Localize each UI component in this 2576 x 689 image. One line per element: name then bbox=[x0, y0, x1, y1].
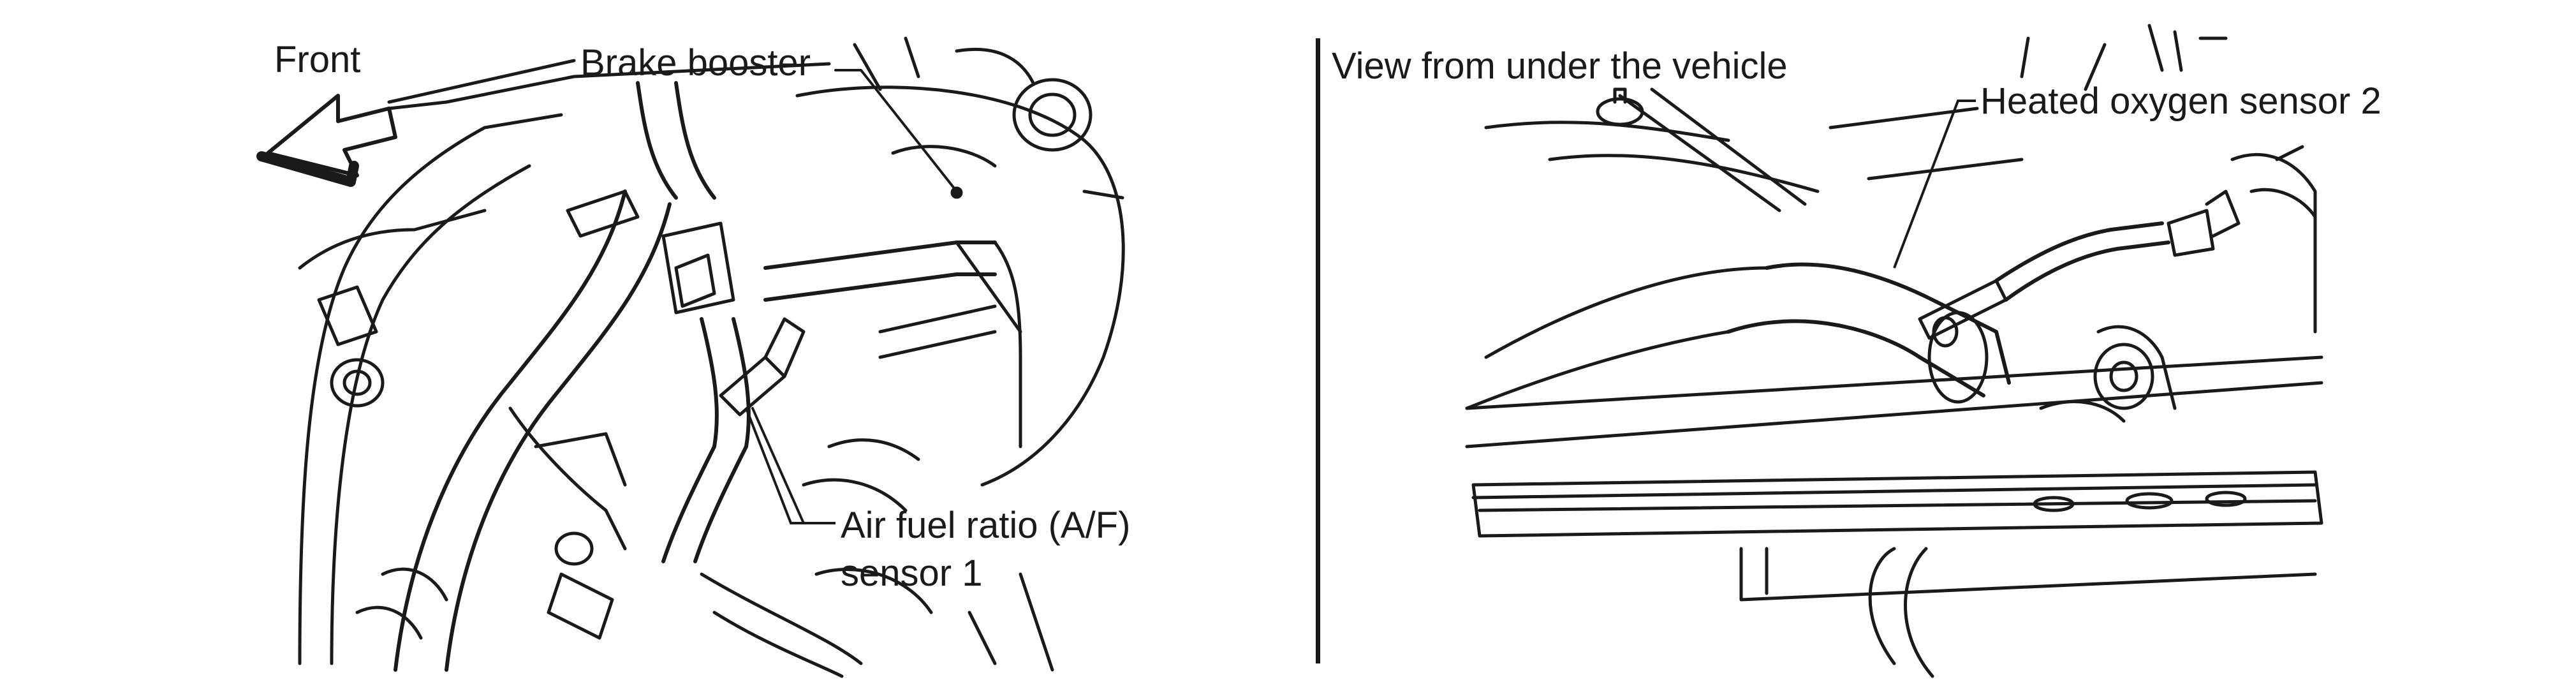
af-sensor-label-line1: Air fuel ratio (A/F) bbox=[841, 505, 1131, 546]
left-panel-engine-bay: Front Brake booster Air fuel ratio (A/F)… bbox=[256, 36, 1131, 678]
panel-divider bbox=[1316, 38, 1320, 663]
oxygen-sensor-leader-line bbox=[1893, 100, 1976, 269]
underbody-line-drawing bbox=[1465, 24, 2323, 678]
af-sensor-label-line2: sensor 1 bbox=[841, 552, 983, 594]
engine-bay-line-drawing bbox=[256, 36, 1125, 678]
heated-oxygen-sensor-label: Heated oxygen sensor 2 bbox=[1980, 80, 2381, 122]
view-from-under-label: View from under the vehicle bbox=[1332, 45, 1788, 87]
brake-booster-label: Brake booster bbox=[580, 42, 811, 84]
af-sensor-leader-line bbox=[745, 408, 835, 524]
front-arrow-icon bbox=[256, 94, 397, 187]
right-panel-underbody: View from under the vehicle Heated oxyge… bbox=[1320, 0, 2576, 689]
front-label: Front bbox=[274, 39, 361, 80]
